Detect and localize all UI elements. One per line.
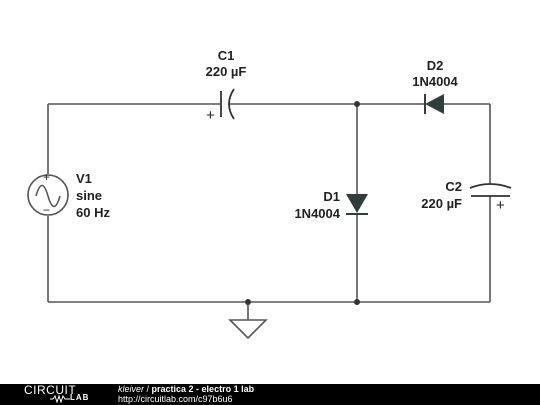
v1-minus-mark: − — [43, 203, 51, 217]
circuit-title: practica 2 - electro 1 lab — [151, 384, 255, 394]
c2-value-label: 220 µF — [421, 196, 462, 211]
junction-dot-bottom-ground — [245, 299, 251, 305]
d2-name-label: D2 — [426, 58, 444, 73]
c2-polarity-mark: + — [496, 197, 505, 214]
footer-bar: CIRCUIT LAB kleiver / practica 2 - elect… — [0, 383, 540, 405]
wires — [47, 103, 491, 320]
d1-part-label: 1N4004 — [294, 206, 340, 221]
v1-freq-label: 60 Hz — [76, 205, 110, 220]
c1-name-label: C1 — [217, 48, 235, 63]
author-link[interactable]: kleiver — [118, 384, 145, 394]
ground-symbol — [228, 319, 268, 340]
circuit-url-link[interactable]: http://circuitlab.com/c97b6u6 — [118, 394, 233, 404]
capacitor-c2-symbol — [469, 183, 512, 197]
v1-plus-mark: + — [43, 170, 51, 184]
footer-separator: / — [144, 384, 152, 394]
sine-source-v1-symbol — [27, 174, 69, 216]
c1-polarity-mark: + — [206, 107, 215, 124]
logo-sub: LAB — [70, 393, 90, 402]
capacitor-c1-symbol — [220, 88, 235, 120]
junction-dot-bottom-mid — [354, 299, 360, 305]
circuitlab-logo[interactable]: CIRCUIT LAB — [24, 383, 94, 405]
diode-d2-symbol — [424, 94, 444, 114]
footer-credit: kleiver / practica 2 - electro 1 lab — [118, 384, 254, 394]
logo-resistor-icon — [50, 394, 70, 403]
junction-dot-top — [354, 101, 360, 107]
v1-type-label: sine — [76, 188, 103, 203]
logo-word: CIRCUIT — [24, 383, 77, 397]
v1-name-label: V1 — [76, 171, 92, 186]
d1-name-label: D1 — [323, 189, 340, 204]
d2-part-label: 1N4004 — [412, 74, 458, 89]
diode-d1-symbol — [346, 194, 368, 215]
c2-name-label: C2 — [445, 179, 462, 194]
c1-value-label: 220 µF — [205, 64, 247, 79]
schematic-drawing — [27, 88, 512, 340]
